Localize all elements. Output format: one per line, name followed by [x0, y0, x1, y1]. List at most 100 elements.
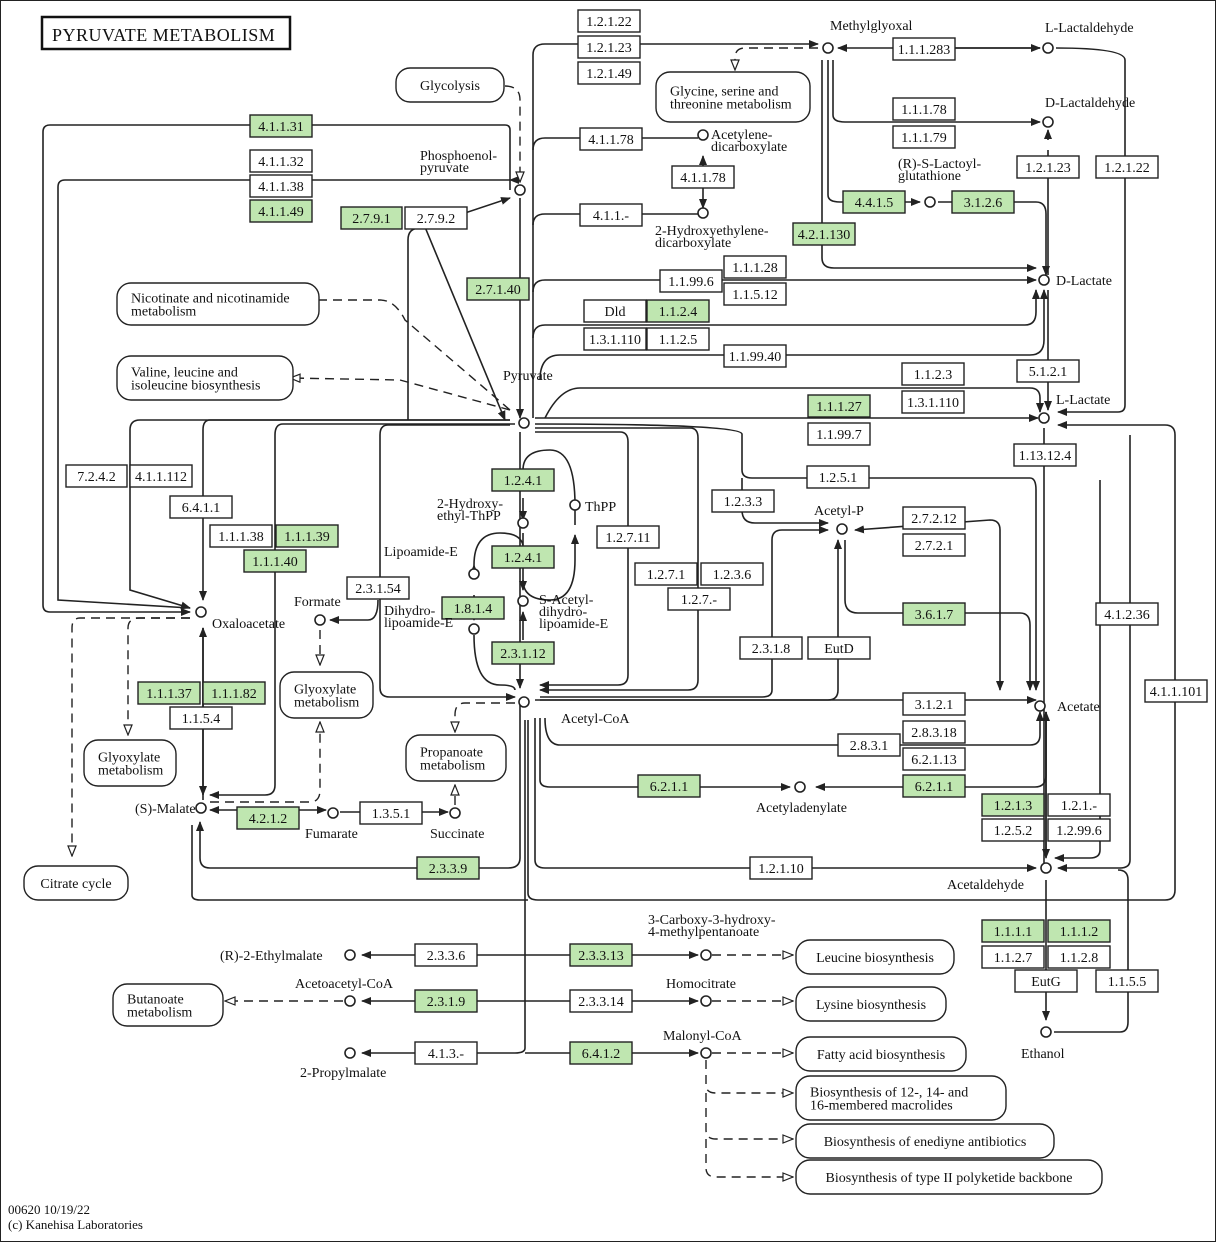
compound-node[interactable]: [517, 595, 529, 607]
compound-node[interactable]: [836, 523, 848, 535]
map-link-biosynthesis-of-enediyne-antibiotics[interactable]: Biosynthesis of enediyne antibiotics: [795, 1123, 1055, 1159]
enzyme-box-1-1-5-12[interactable]: 1.1.5.12: [723, 282, 787, 306]
compound-thpp[interactable]: ThPP: [569, 499, 616, 515]
enzyme-box-6-2-1-1[interactable]: 6.2.1.1: [637, 774, 701, 798]
enzyme-box-1-3-1-110[interactable]: 1.3.1.110: [901, 390, 965, 414]
compound-node[interactable]: [327, 807, 339, 819]
enzyme-box-1-2-99-6[interactable]: 1.2.99.6: [1047, 818, 1111, 842]
enzyme-box-3-1-2-6[interactable]: 3.1.2.6: [951, 190, 1015, 214]
enzyme-box-4-1-2-36[interactable]: 4.1.2.36: [1095, 602, 1159, 626]
compound-formate[interactable]: Formate: [294, 595, 341, 626]
enzyme-box-2-3-3-6[interactable]: 2.3.3.6: [414, 943, 478, 967]
enzyme-box-1-2-1-10[interactable]: 1.2.1.10: [749, 856, 813, 880]
enzyme-box-1-1-1-283[interactable]: 1.1.1.283: [892, 37, 956, 61]
compound-s-acetyl-dihydro-lipoamide-e[interactable]: S-Acetyl-dihydro-lipoamide-E: [517, 593, 608, 632]
enzyme-box-7-2-4-2[interactable]: 7.2.4.2: [65, 464, 128, 488]
compound-acetate[interactable]: Acetate: [1034, 700, 1100, 715]
map-link-glycolysis[interactable]: Glycolysis: [395, 67, 505, 103]
compound-node[interactable]: [569, 499, 581, 511]
compound-node[interactable]: [1040, 862, 1052, 874]
enzyme-box-1-1-2-5[interactable]: 1.1.2.5: [646, 327, 710, 351]
enzyme-box-1-1-2-8[interactable]: 1.1.2.8: [1047, 945, 1111, 969]
map-link-biosynthesis-of-type-ii-polyketide-backbone[interactable]: Biosynthesis of type II polyketide backb…: [795, 1159, 1103, 1195]
compound-acetyl-coa[interactable]: Acetyl-CoA: [518, 696, 630, 727]
enzyme-box-1-3-1-110[interactable]: 1.3.1.110: [583, 327, 647, 351]
compound-node[interactable]: [314, 614, 326, 626]
compound-node[interactable]: [1034, 700, 1046, 712]
compound-node[interactable]: [468, 623, 480, 635]
compound-fumarate[interactable]: Fumarate: [305, 807, 358, 842]
enzyme-box-1-1-2-4[interactable]: 1.1.2.4: [646, 299, 710, 323]
compound-node[interactable]: [518, 417, 530, 429]
compound-phosphoenol-pyruvate[interactable]: Phosphoenol-pyruvate: [420, 149, 526, 196]
enzyme-box-1-2-7--[interactable]: 1.2.7.-: [667, 587, 731, 611]
compound-oxaloacetate[interactable]: Oxaloacetate: [195, 606, 285, 632]
enzyme-box-1-13-12-4[interactable]: 1.13.12.4: [1013, 443, 1077, 467]
enzyme-box-6-4-1-1[interactable]: 6.4.1.1: [169, 495, 233, 519]
compound-2-propylmalate[interactable]: 2-Propylmalate: [300, 1047, 386, 1081]
enzyme-box-4-1-3--[interactable]: 4.1.3.-: [414, 1041, 478, 1065]
enzyme-box-1-2-1-3[interactable]: 1.2.1.3: [981, 793, 1045, 817]
enzyme-box-4-2-1-130[interactable]: 4.2.1.130: [792, 222, 856, 246]
compound-node[interactable]: [794, 781, 806, 793]
enzyme-box-5-1-2-1[interactable]: 5.1.2.1: [1016, 359, 1080, 383]
enzyme-box-1-1-1-1[interactable]: 1.1.1.1: [981, 919, 1045, 943]
enzyme-box-3-6-1-7[interactable]: 3.6.1.7: [902, 602, 966, 626]
enzyme-box-EutG[interactable]: EutG: [1014, 969, 1078, 993]
enzyme-box-1-1-5-5[interactable]: 1.1.5.5: [1095, 969, 1159, 993]
compound-acetyl-p[interactable]: Acetyl-P: [814, 504, 864, 535]
map-link-citrate-cycle[interactable]: Citrate cycle: [23, 865, 129, 901]
enzyme-box-3-1-2-1[interactable]: 3.1.2.1: [902, 692, 966, 716]
compound-ethanol[interactable]: Ethanol: [1021, 1026, 1065, 1062]
enzyme-box-1-8-1-4[interactable]: 1.8.1.4: [441, 596, 505, 620]
enzyme-box-2-7-9-1[interactable]: 2.7.9.1: [340, 206, 403, 230]
enzyme-box-2-3-1-9[interactable]: 2.3.1.9: [414, 989, 478, 1013]
compound-node[interactable]: [1042, 116, 1054, 128]
enzyme-box-1-1-2-7[interactable]: 1.1.2.7: [981, 945, 1045, 969]
enzyme-box-1-1-1-40[interactable]: 1.1.1.40: [243, 549, 307, 573]
compound-acetylene-dicarboxylate[interactable]: Acetylene-dicarboxylate: [697, 128, 787, 155]
enzyme-box-1-1-1-2[interactable]: 1.1.1.2: [1047, 919, 1111, 943]
compound-node[interactable]: [344, 995, 356, 1007]
enzyme-box-1-2-3-6[interactable]: 1.2.3.6: [700, 562, 764, 586]
enzyme-box-4-1-1--[interactable]: 4.1.1.-: [579, 203, 643, 227]
compound-homocitrate[interactable]: Homocitrate: [666, 977, 736, 1007]
enzyme-box-4-1-1-31[interactable]: 4.1.1.31: [249, 114, 313, 138]
enzyme-box-2-8-3-18[interactable]: 2.8.3.18: [902, 720, 966, 744]
enzyme-box-1-1-1-39[interactable]: 1.1.1.39: [275, 524, 339, 548]
enzyme-box-1-1-2-3[interactable]: 1.1.2.3: [901, 362, 965, 386]
enzyme-box-1-2-7-1[interactable]: 1.2.7.1: [634, 562, 698, 586]
compound-node[interactable]: [449, 807, 461, 819]
map-link-leucine-biosynthesis[interactable]: Leucine biosynthesis: [795, 939, 955, 975]
enzyme-box-2-7-2-12[interactable]: 2.7.2.12: [902, 506, 966, 530]
compound-pyruvate[interactable]: Pyruvate: [503, 369, 553, 429]
enzyme-box-4-1-1-78[interactable]: 4.1.1.78: [579, 127, 643, 151]
enzyme-box-1-2-1-49[interactable]: 1.2.1.49: [577, 61, 641, 85]
compound-node[interactable]: [697, 207, 709, 219]
enzyme-box-2-7-9-2[interactable]: 2.7.9.2: [404, 206, 468, 230]
enzyme-box-1-2-1--[interactable]: 1.2.1.-: [1047, 793, 1111, 817]
enzyme-box-1-1-1-38[interactable]: 1.1.1.38: [209, 524, 273, 548]
enzyme-box-1-2-7-11[interactable]: 1.2.7.11: [596, 525, 660, 549]
enzyme-box-2-7-1-40[interactable]: 2.7.1.40: [466, 277, 530, 301]
compound-2-hydroxyethylene-dicarboxylate[interactable]: 2-Hydroxyethylene-dicarboxylate: [655, 207, 769, 251]
compound-node[interactable]: [1038, 412, 1050, 424]
compound-node[interactable]: [1040, 1026, 1052, 1038]
enzyme-box-4-1-1-78[interactable]: 4.1.1.78: [671, 165, 735, 189]
enzyme-box-2-3-3-9[interactable]: 2.3.3.9: [416, 856, 480, 880]
enzyme-box-2-3-3-14[interactable]: 2.3.3.14: [569, 989, 633, 1013]
compound-acetyladenylate[interactable]: Acetyladenylate: [756, 781, 847, 816]
enzyme-box-2-3-1-8[interactable]: 2.3.1.8: [739, 636, 803, 660]
enzyme-box-1-2-3-3[interactable]: 1.2.3.3: [711, 489, 775, 513]
enzyme-box-6-2-1-1[interactable]: 6.2.1.1: [902, 774, 966, 798]
compound-r-s-lactoyl-glutathione[interactable]: (R)-S-Lactoyl-glutathione: [898, 157, 982, 208]
compound-node[interactable]: [700, 995, 712, 1007]
compound-node[interactable]: [344, 949, 356, 961]
enzyme-box-1-1-99-6[interactable]: 1.1.99.6: [659, 269, 723, 293]
enzyme-box-EutD[interactable]: EutD: [807, 636, 871, 660]
